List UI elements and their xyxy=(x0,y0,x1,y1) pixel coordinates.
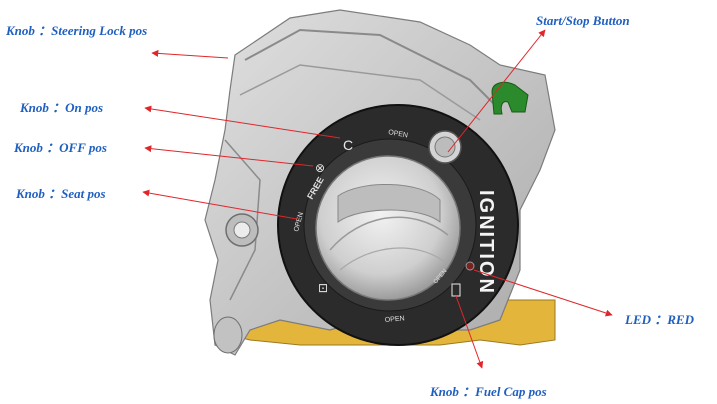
open-top-text: OPEN xyxy=(388,129,409,139)
arrow-on-pos xyxy=(144,105,341,139)
green-clip xyxy=(491,81,529,115)
red-led xyxy=(465,261,475,271)
label-steering-lock: Knob ：Steering Lock pos xyxy=(6,23,148,38)
left-mount-hole-inner xyxy=(233,221,251,239)
label-start-stop: Start/Stop Button xyxy=(536,13,630,28)
knob-grip xyxy=(337,183,441,224)
icon-off-pos: ⊗ xyxy=(315,161,325,175)
label-fuel-cap: Knob ：Fuel Cap pos xyxy=(430,384,547,399)
knob-swirl-line xyxy=(329,216,449,251)
housing-rib-left xyxy=(224,139,261,301)
arrow-start-stop xyxy=(447,29,546,153)
label-seat-pos: Knob ：Seat pos xyxy=(16,186,106,201)
label-on-pos: Knob ：On pos xyxy=(20,100,104,115)
label-led: LED ：RED xyxy=(625,312,694,327)
housing-rib-mid xyxy=(239,64,481,121)
label-off-pos: Knob ：OFF pos xyxy=(14,140,107,155)
bottom-mount-lug xyxy=(213,316,243,354)
arrow-off-pos xyxy=(144,145,314,167)
arrow-seat-pos xyxy=(142,189,298,220)
arrow-fuel-cap xyxy=(455,295,484,369)
start-stop-button-face xyxy=(434,136,456,158)
arrow-steering-lock xyxy=(151,49,229,59)
housing-rib-top xyxy=(244,28,501,111)
arrow-led xyxy=(473,269,613,317)
icon-seat-pos: ⊡ xyxy=(318,281,328,295)
icon-on-pos: C xyxy=(343,137,353,153)
open-left-text: OPEN xyxy=(293,212,305,233)
knob-swirl-line-2 xyxy=(339,247,446,271)
ignition-text: IGNITION xyxy=(475,190,497,295)
open-bottom-text: OPEN xyxy=(385,315,405,324)
